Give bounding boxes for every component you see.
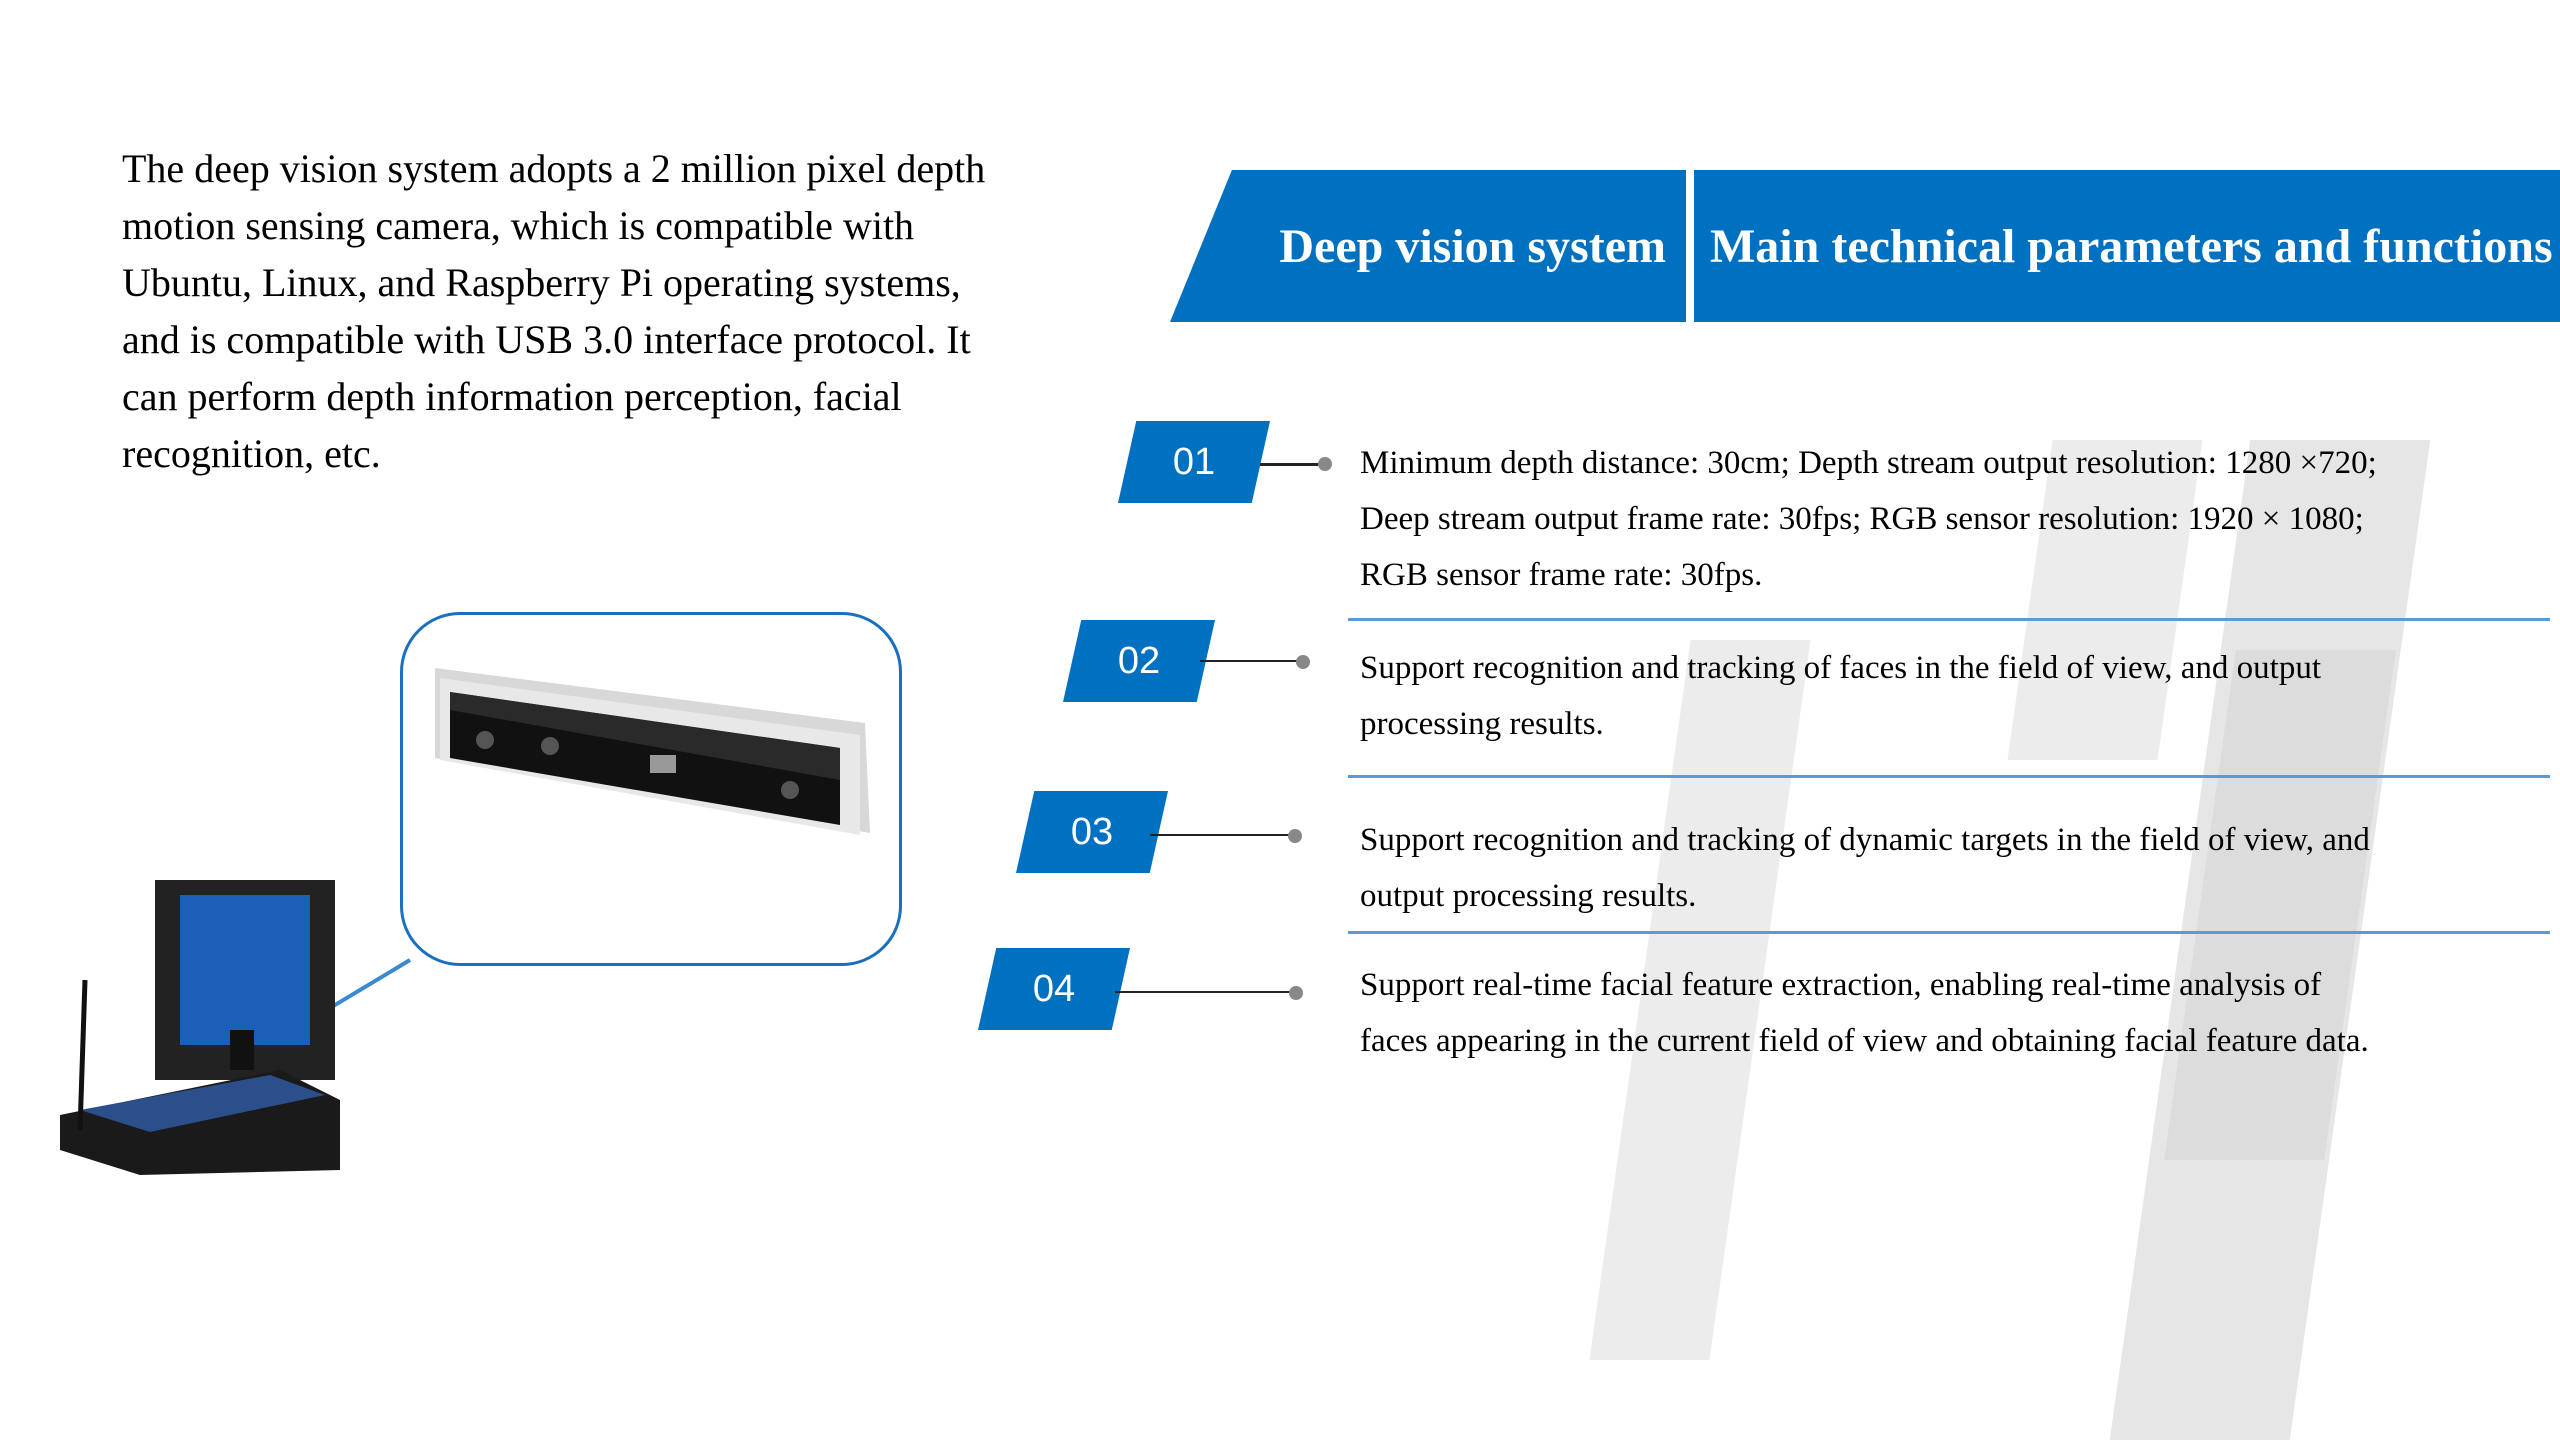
header-banner-left: Deep vision system: [1170, 170, 1686, 322]
item-text: Minimum depth distance: 30cm; Depth stre…: [1360, 435, 2550, 603]
item-line: Deep stream output frame rate: 30fps; RG…: [1360, 501, 2364, 537]
header-right-title: Main technical parameters and functions: [1710, 219, 2553, 273]
divider: [1348, 618, 2550, 621]
camera-callout-frame: [400, 612, 902, 966]
divider: [1348, 931, 2550, 934]
connector-dot: [1289, 986, 1303, 1000]
divider: [1348, 775, 2550, 778]
depth-camera-image: [435, 668, 870, 835]
connector-line: [1260, 463, 1324, 466]
vision-kit-case-image: [60, 880, 412, 1175]
item-line: faces appearing in the current field of …: [1360, 1023, 2369, 1059]
connector-line: [1150, 834, 1296, 836]
header-left-title: Deep vision system: [1279, 219, 1666, 273]
item-line: Support recognition and tracking of face…: [1360, 650, 2322, 686]
connector-line: [1115, 991, 1295, 993]
connector-dot: [1288, 829, 1302, 843]
connector-line: [1200, 660, 1304, 662]
header-banner-right: Main technical parameters and functions: [1694, 170, 2560, 322]
item-text: Support recognition and tracking of face…: [1360, 640, 2550, 752]
connector-dot: [1318, 457, 1332, 471]
item-line: output processing results.: [1360, 878, 1697, 914]
item-text: Support real-time facial feature extract…: [1360, 957, 2550, 1069]
item-number-badge: 01: [1118, 421, 1270, 503]
item-line: RGB sensor frame rate: 30fps.: [1360, 557, 1763, 593]
item-line: Support recognition and tracking of dyna…: [1360, 822, 2370, 858]
item-number-badge: 03: [1016, 791, 1168, 873]
connector-dot: [1296, 655, 1310, 669]
item-number-badge: 02: [1063, 620, 1215, 702]
item-text: Support recognition and tracking of dyna…: [1360, 812, 2550, 924]
item-line: processing results.: [1360, 706, 1604, 742]
intro-paragraph: The deep vision system adopts a 2 millio…: [122, 146, 986, 476]
item-line: Support real-time facial feature extract…: [1360, 967, 2322, 1003]
item-line: Minimum depth distance: 30cm; Depth stre…: [1360, 445, 2377, 481]
item-number-badge: 04: [978, 948, 1130, 1030]
